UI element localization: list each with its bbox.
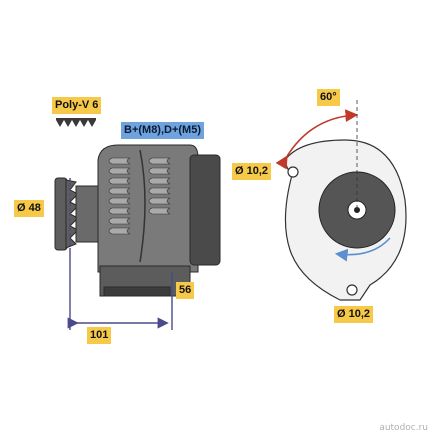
- length-label: 101: [87, 327, 112, 344]
- mounting-hole-bottom: [346, 284, 358, 296]
- front-view: [275, 100, 407, 301]
- hole-top-label: Ø 10,2: [232, 163, 272, 180]
- depth-label: 56: [176, 282, 195, 299]
- terminals-label: B+(M8),D+(M5): [121, 122, 205, 139]
- mounting-hole-top: [287, 166, 299, 178]
- rotation-arrow-icon: [334, 237, 391, 262]
- angle-arc: [275, 109, 359, 170]
- pulley-diameter-label: Ø 48: [14, 200, 44, 217]
- dim-length-101: [67, 248, 173, 330]
- side-view: [54, 144, 221, 330]
- pulley: [54, 177, 99, 251]
- pulley-type-label: Poly-V 6: [52, 97, 102, 114]
- poly-v-groove-icon: [56, 118, 96, 127]
- housing: [97, 144, 221, 297]
- watermark: autodoc.ru: [379, 423, 428, 433]
- angle-label: 60°: [317, 89, 340, 106]
- hole-bottom-label: Ø 10,2: [334, 306, 374, 323]
